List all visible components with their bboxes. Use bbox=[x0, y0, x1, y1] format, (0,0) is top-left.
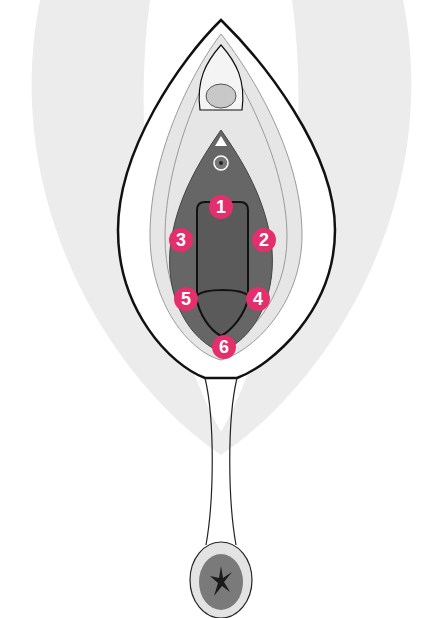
hymen-rim bbox=[196, 290, 249, 336]
urethral-opening bbox=[214, 156, 228, 170]
labia-minora bbox=[150, 34, 302, 360]
clitoris bbox=[206, 84, 236, 108]
callout-number: 6 bbox=[212, 335, 236, 359]
anus-star bbox=[210, 566, 232, 596]
callout-number: 5 bbox=[174, 287, 198, 311]
anus-inner bbox=[199, 554, 243, 610]
thigh-shading bbox=[32, 0, 412, 455]
perineum-lines bbox=[205, 378, 237, 545]
labia-majora-outline bbox=[118, 20, 335, 378]
anus-outer bbox=[190, 542, 252, 618]
callout-number: 3 bbox=[169, 228, 193, 252]
callout-number: 1 bbox=[209, 195, 233, 219]
vestibule-tip bbox=[215, 136, 227, 146]
callout-number: 2 bbox=[252, 228, 276, 252]
callout-number: 4 bbox=[246, 287, 270, 311]
clitoral-hood bbox=[199, 45, 243, 110]
urethral-center bbox=[219, 161, 223, 165]
